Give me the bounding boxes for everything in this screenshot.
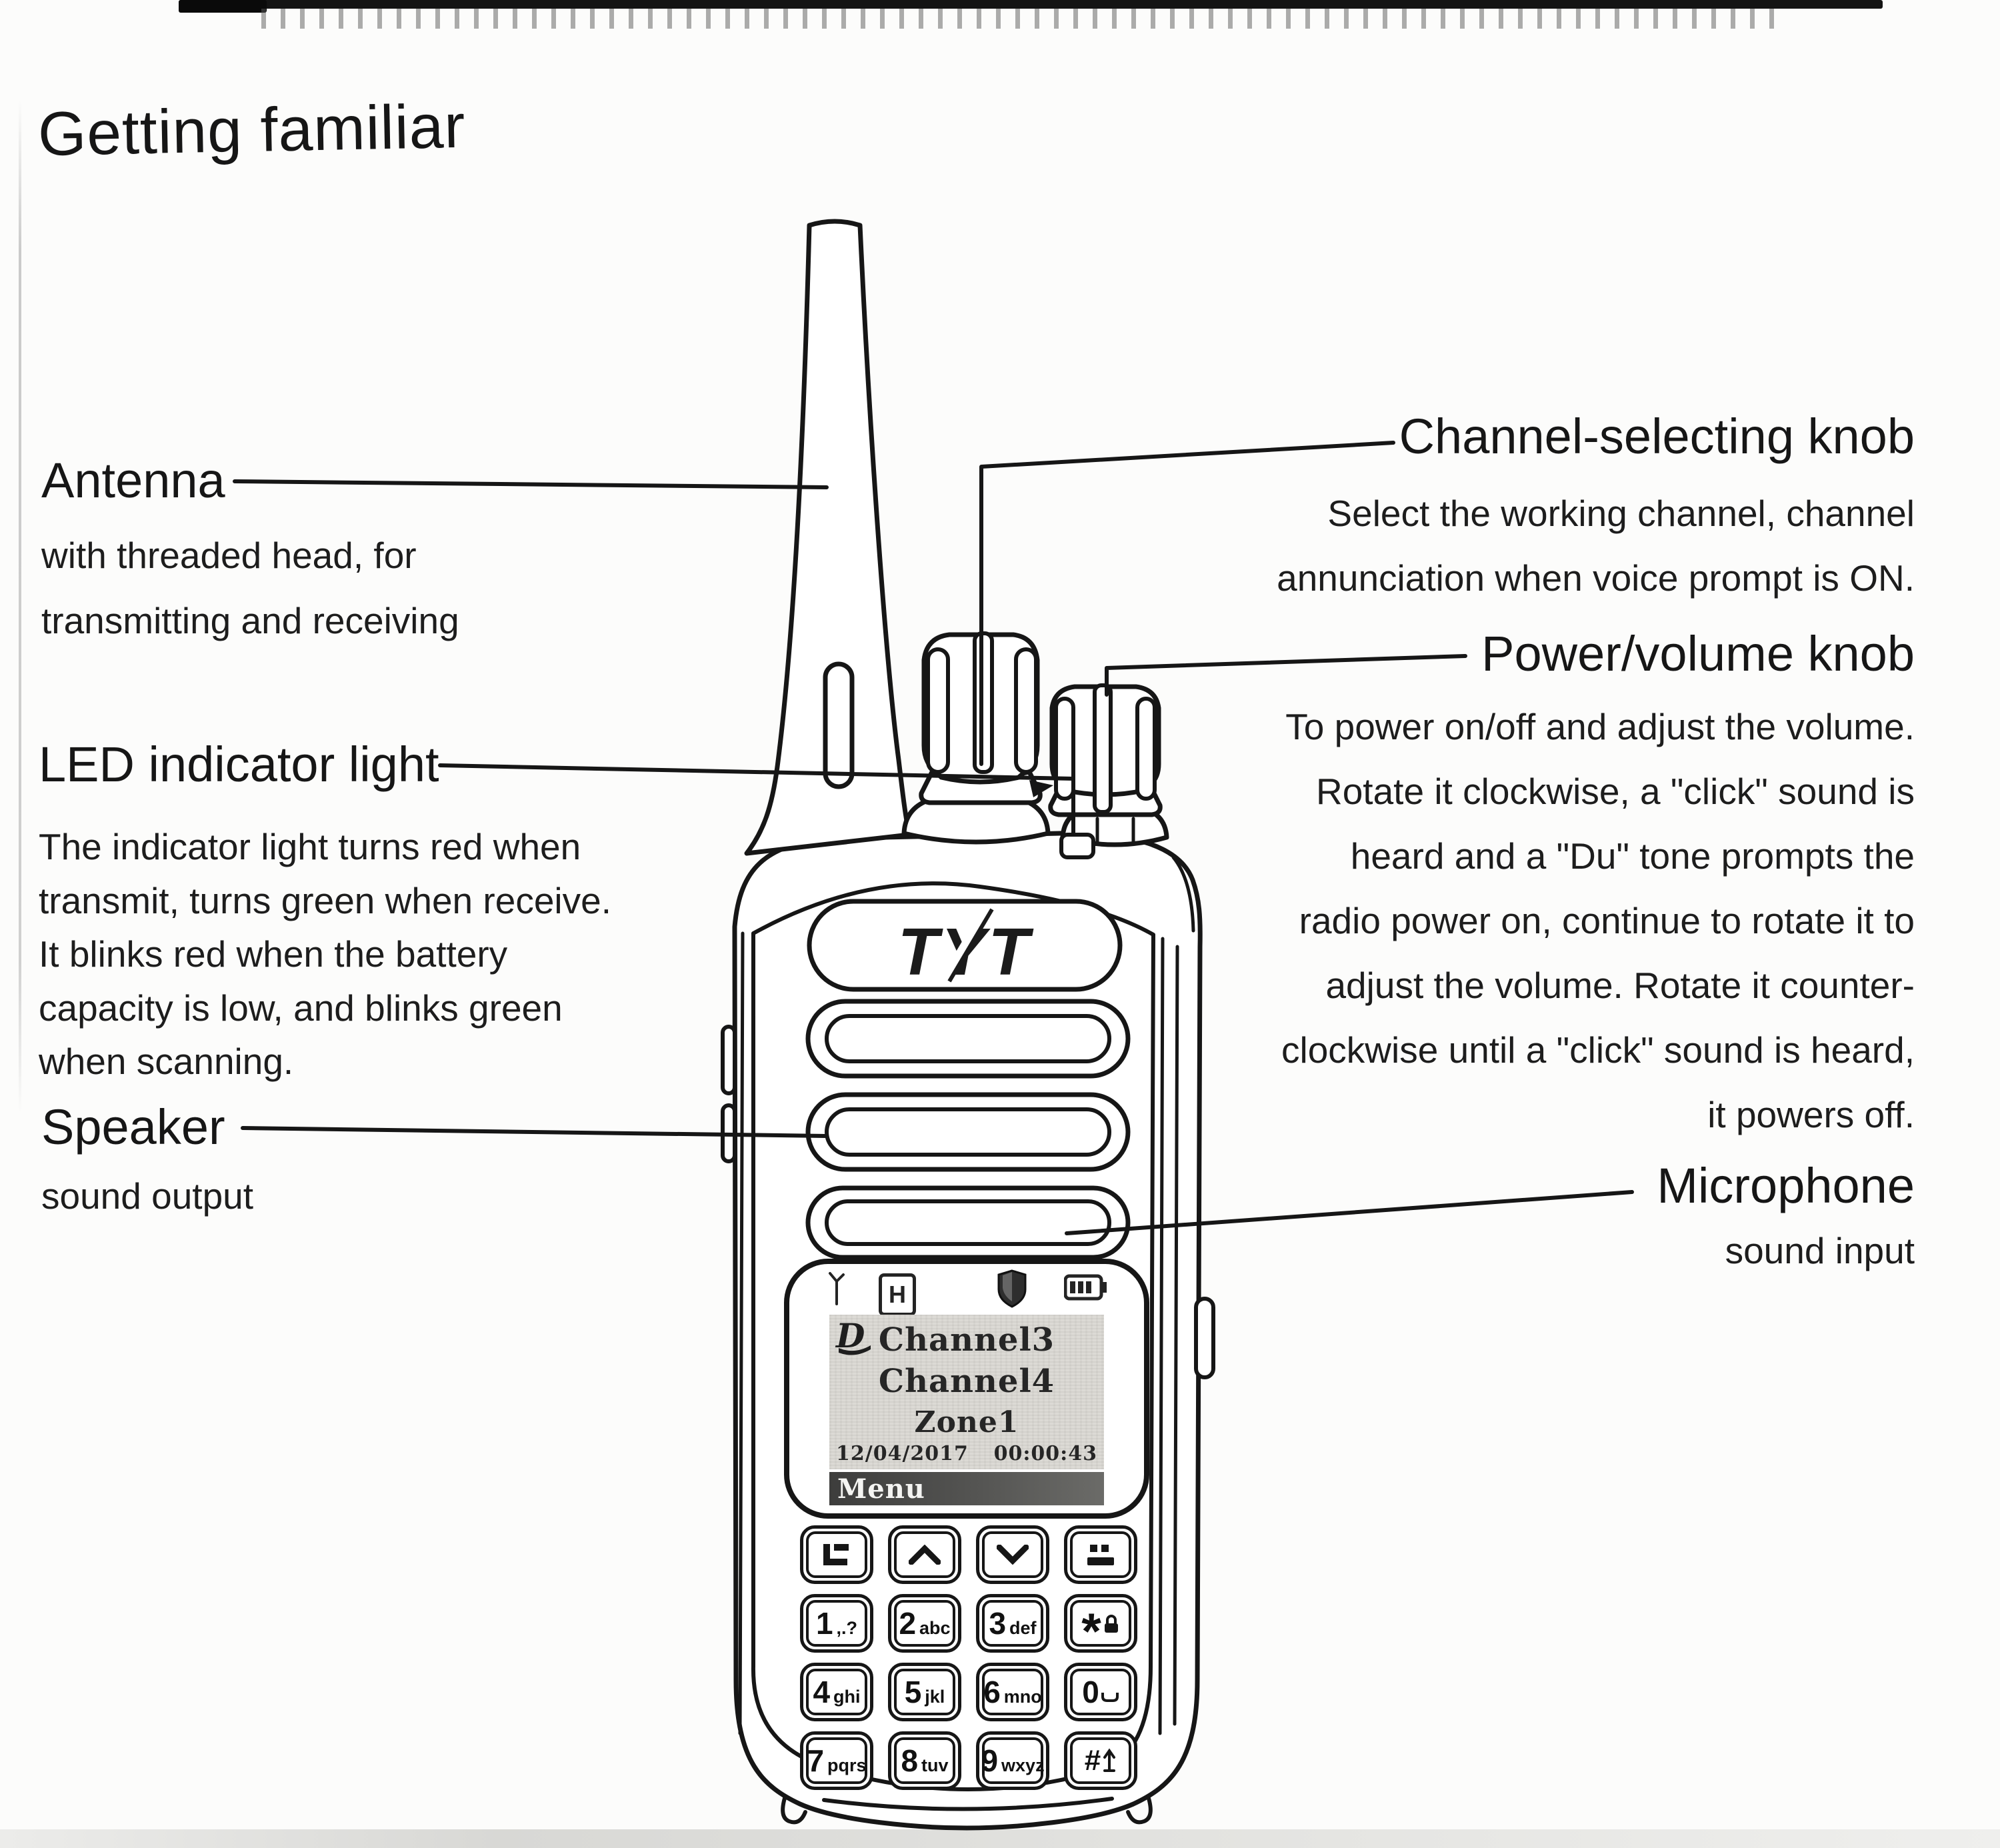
menu-key-icon bbox=[823, 1544, 849, 1565]
antenna-icon bbox=[829, 1272, 845, 1305]
antenna-callout-line bbox=[233, 479, 829, 489]
key-back bbox=[1064, 1525, 1137, 1584]
key-7: 7 pqrs bbox=[800, 1731, 873, 1790]
key-menu bbox=[800, 1525, 873, 1584]
key-1: 1 ,.? bbox=[800, 1594, 873, 1653]
dmr-logo: D bbox=[836, 1316, 876, 1355]
key-2: 2 abc bbox=[888, 1594, 961, 1653]
channel-knob-drawing bbox=[919, 631, 1043, 805]
key-down bbox=[976, 1525, 1049, 1584]
speaker-grille bbox=[805, 999, 1131, 1260]
led-callout-line bbox=[438, 763, 1075, 837]
microphone-label: Microphone bbox=[1657, 1158, 1915, 1213]
key-9: 9 wxyz bbox=[976, 1731, 1049, 1790]
scan-page-edge bbox=[19, 100, 21, 1113]
led-pointer-wedge bbox=[1029, 780, 1053, 797]
led-indicator-drawing bbox=[1059, 833, 1095, 859]
tyt-logo: TYT bbox=[898, 908, 1031, 989]
side-button-upper bbox=[721, 1025, 737, 1095]
radio-display: H D Channel3 Channel4 Zone1 12/04/2017 bbox=[804, 1264, 1129, 1507]
power-knob-drawing bbox=[1048, 683, 1163, 817]
power-knob-callout-line bbox=[1105, 654, 1467, 697]
lcd-line-channel3: Channel3 bbox=[878, 1321, 1055, 1359]
side-button-right bbox=[1194, 1297, 1215, 1379]
space-icon bbox=[1101, 1693, 1119, 1702]
microphone-description: sound input bbox=[1725, 1230, 1915, 1271]
scan-bottom-smudge bbox=[0, 1829, 2000, 1848]
microphone-callout-line bbox=[1065, 1190, 1634, 1235]
back-key-icon bbox=[1087, 1545, 1114, 1565]
shield-icon bbox=[997, 1269, 1027, 1308]
key-up bbox=[888, 1525, 961, 1584]
key-0-space: 0 bbox=[1064, 1663, 1137, 1721]
callout-lines bbox=[233, 441, 1634, 1235]
speaker-callout-line bbox=[241, 1126, 829, 1138]
power-knob-description: To power on/off and adjust the volume. R… bbox=[1281, 706, 1915, 1135]
lcd-time: 00:00:43 bbox=[993, 1442, 1097, 1465]
down-arrow-icon bbox=[997, 1545, 1029, 1565]
lcd-menu-label: Menu bbox=[837, 1473, 925, 1505]
lock-icon bbox=[1104, 1615, 1118, 1633]
key-star-lock: * bbox=[1064, 1594, 1137, 1657]
speaker-label: Speaker bbox=[41, 1099, 225, 1155]
power-knob-label: Power/volume knob bbox=[1481, 626, 1915, 681]
lcd-menu-bar: Menu bbox=[829, 1472, 1104, 1505]
lcd-date: 12/04/2017 bbox=[836, 1442, 969, 1465]
scan-edge-bar bbox=[179, 0, 1883, 9]
lcd-line-channel4: Channel4 bbox=[878, 1363, 1055, 1400]
keypad: 1 ,.? 2 abc 3 def * 4 ghi 5 jkl 6 m bbox=[800, 1525, 1140, 1790]
up-arrow-icon bbox=[909, 1545, 941, 1565]
scan-binding-marks bbox=[261, 9, 1787, 29]
scan-edge-blob bbox=[179, 0, 267, 13]
speaker-description: sound output bbox=[41, 1175, 254, 1217]
led-label: LED indicator light bbox=[39, 737, 439, 792]
shift-up-icon bbox=[1103, 1748, 1116, 1772]
key-5: 5 jkl bbox=[888, 1663, 961, 1721]
channel-knob-description: Select the working channel, channel annu… bbox=[1277, 493, 1915, 599]
battery-icon bbox=[1064, 1274, 1107, 1301]
lcd-line-zone: Zone1 bbox=[914, 1405, 1019, 1439]
lcd-datetime-row: 12/04/2017 00:00:43 bbox=[829, 1442, 1104, 1465]
antenna-label: Antenna bbox=[41, 453, 225, 508]
antenna-drawing bbox=[744, 219, 912, 856]
dmr-logo-swoosh bbox=[839, 1345, 871, 1355]
lcd-screen: D Channel3 Channel4 Zone1 12/04/2017 00:… bbox=[829, 1315, 1104, 1469]
channel-knob-callout-line bbox=[979, 441, 1395, 766]
key-6: 6 mno bbox=[976, 1663, 1049, 1721]
channel-knob-label: Channel-selecting knob bbox=[1399, 409, 1915, 464]
key-3: 3 def bbox=[976, 1594, 1049, 1653]
key-8: 8 tuv bbox=[888, 1731, 961, 1790]
key-hash-shift: # bbox=[1064, 1731, 1137, 1790]
antenna-description: with threaded head, for transmitting and… bbox=[41, 535, 459, 641]
high-power-badge: H bbox=[879, 1273, 916, 1316]
key-4: 4 ghi bbox=[800, 1663, 873, 1721]
led-description: The indicator light turns red when trans… bbox=[39, 826, 611, 1082]
